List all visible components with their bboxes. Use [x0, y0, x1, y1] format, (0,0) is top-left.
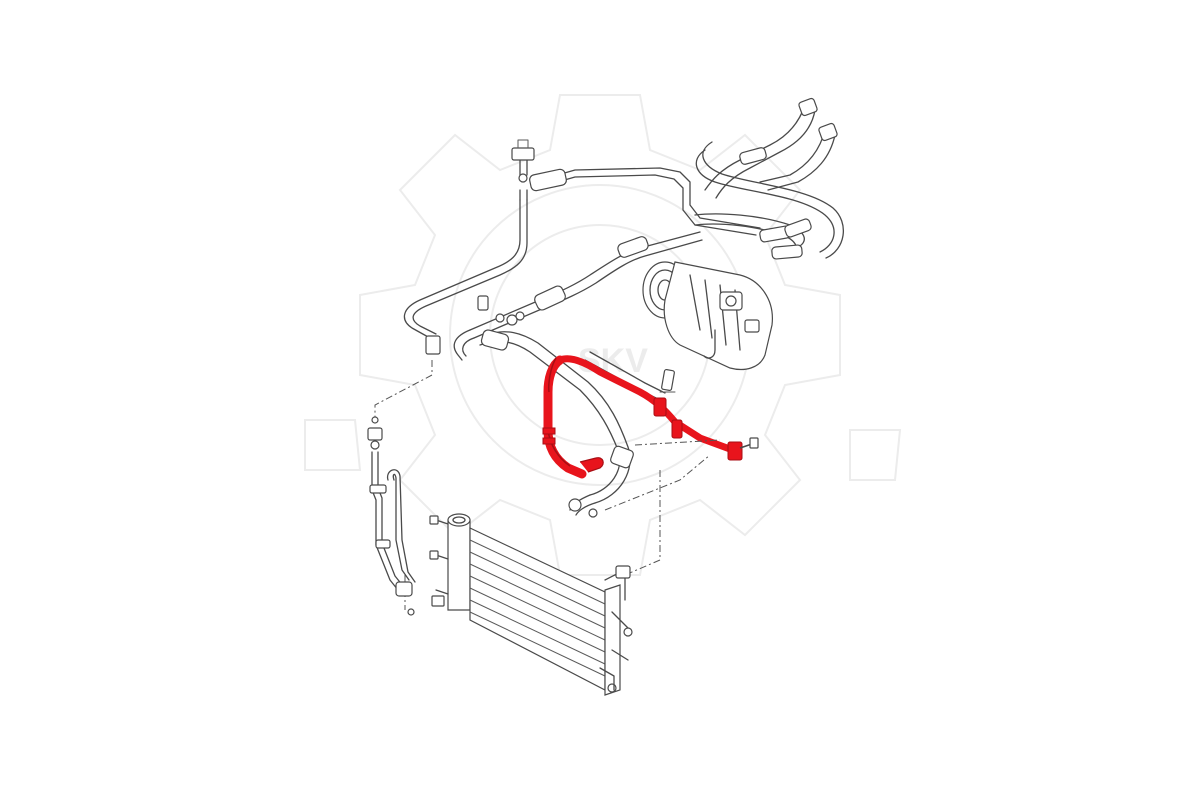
lower-hose-assembly	[479, 329, 666, 518]
watermark-gear-logo: SKV	[304, 94, 902, 576]
middle-return-hose	[453, 231, 703, 361]
leader-lines	[374, 360, 721, 610]
left-pipe-assembly	[367, 416, 416, 616]
long-suction-pipe	[403, 139, 761, 355]
highlighted-refrigerant-hose	[542, 355, 759, 479]
service-valve	[659, 369, 676, 393]
condenser	[429, 513, 633, 696]
ac-compressor	[642, 261, 773, 371]
rear-pipe-bundle	[694, 97, 844, 260]
watermark-text: SKV	[578, 342, 648, 380]
